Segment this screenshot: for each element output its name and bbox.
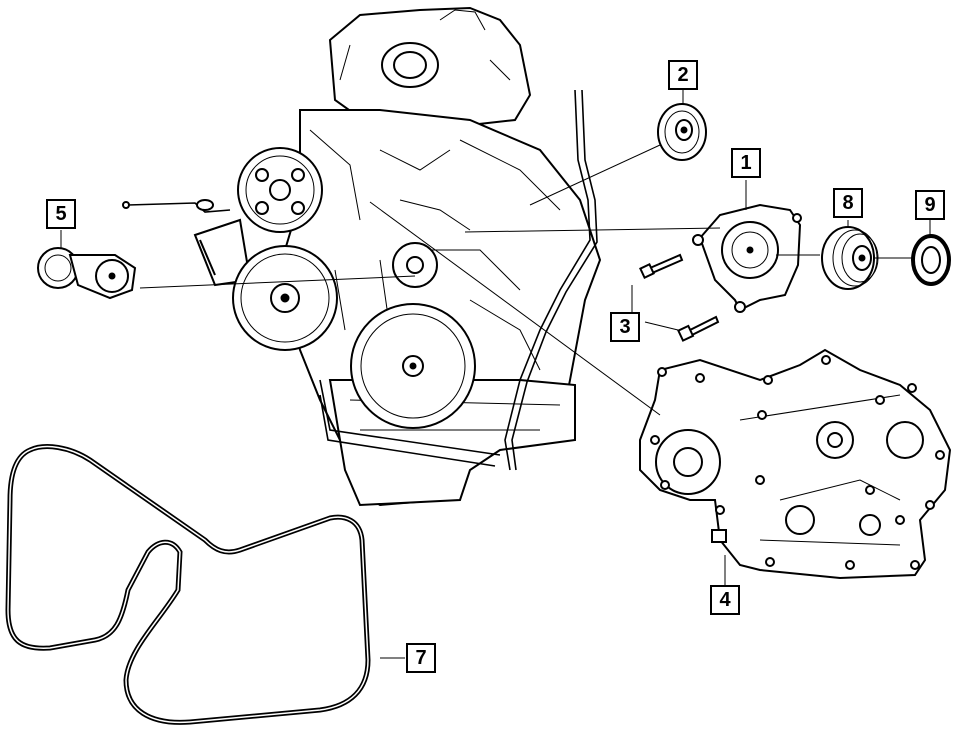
callout-3-label: 3 [619,315,631,338]
part-4-timing-cover [639,348,952,580]
callout-1-label: 1 [740,151,752,174]
callout-1: 1 [731,148,761,178]
part-1-pulley-bracket [692,203,802,313]
part-9-seal [911,234,951,286]
callout-9-label: 9 [924,193,936,216]
callout-7: 7 [406,643,436,673]
part-3-bolts [639,253,720,342]
callout-4: 4 [710,585,740,615]
callout-8: 8 [833,188,863,218]
callout-2-label: 2 [677,63,689,86]
part-2-idler-pulley [657,103,707,161]
callout-2: 2 [668,60,698,90]
callout-5-label: 5 [55,202,67,225]
callout-5: 5 [46,199,76,229]
part-7-serpentine-belt [5,444,371,725]
part-8-pulley [821,226,879,290]
callout-4-label: 4 [719,588,731,611]
callout-7-label: 7 [415,646,427,669]
callout-3: 3 [610,312,640,342]
engine-assembly [122,6,602,507]
leader-lines [60,90,931,659]
part-5-belt-tensioner [37,247,137,300]
callout-9: 9 [915,190,945,220]
callout-8-label: 8 [842,191,854,214]
